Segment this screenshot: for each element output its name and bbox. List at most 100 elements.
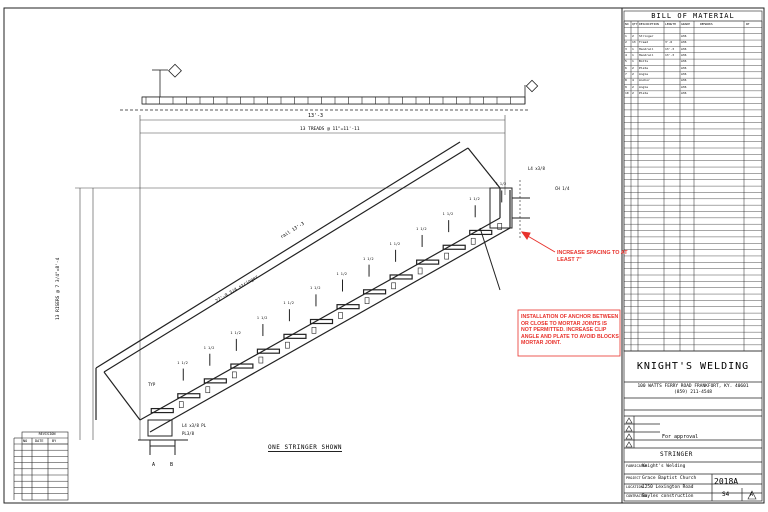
bom-cell: A36 <box>681 84 687 89</box>
tread-8 <box>336 304 360 310</box>
fabricator-label: FABRICATOR <box>626 464 648 468</box>
callout-angle-bottom: L4 x3/8 PL <box>182 423 207 428</box>
markup-arrows <box>517 231 621 357</box>
step-label: 1 1/2 <box>495 182 507 187</box>
bom-cell: 2 <box>632 91 634 96</box>
callout-a: A <box>152 462 156 468</box>
bom-cell: 1 <box>625 34 627 38</box>
bom-cell: 13 <box>632 40 636 45</box>
bom-cell: 6 <box>625 65 627 70</box>
tread-clip-12 <box>470 237 476 245</box>
note-spacing: INCREASE SPACING TO AT LEAST 7" <box>557 250 628 263</box>
bom-cell: 2 <box>632 34 634 38</box>
bom-cell: A36 <box>681 65 687 70</box>
bom-cell: A36 <box>681 59 687 64</box>
tread-clip-5 <box>285 341 290 349</box>
bom-header: GRADE <box>681 22 691 26</box>
bom-cell: Plate <box>639 91 649 96</box>
bom-header: LENGTH <box>665 22 676 26</box>
bom-header: NO <box>625 22 629 26</box>
plan-view <box>120 63 539 111</box>
tread-1 <box>150 407 174 414</box>
tread-clip-3 <box>232 371 237 379</box>
bom-cell: 13'-3 <box>665 46 675 51</box>
bom-cell: 2 <box>632 65 634 70</box>
bom-cell: A36 <box>681 34 687 38</box>
step-label: 1 1/2 <box>177 360 188 365</box>
fabricator-value: Knight's Welding <box>642 464 686 469</box>
title-block-frame <box>623 350 763 502</box>
bom-cell: 4 <box>625 53 627 58</box>
bom-cell: 1 <box>632 46 634 51</box>
rev-col-date: DATE <box>35 439 44 443</box>
tread-4 <box>230 363 254 369</box>
bom-cell: 3 <box>625 46 627 51</box>
top-bracket <box>479 180 530 291</box>
company-name: KNIGHT'S WELDING <box>636 361 750 372</box>
step-label: 1 1/2 <box>469 197 480 202</box>
step-label: 1 1/2 <box>336 271 348 276</box>
tread-clip-6 <box>311 327 317 334</box>
bom-cell: Handrail <box>639 46 654 51</box>
contractor-label: CONTRACTOR <box>626 494 648 498</box>
location-label: LOCATION <box>626 485 643 489</box>
tread-clip-13 <box>497 223 503 230</box>
bom-cell: Angle <box>639 84 649 89</box>
rev-triangles <box>625 417 757 500</box>
tread-clip-7 <box>338 312 343 319</box>
step-label: 1 1/2 <box>309 286 321 291</box>
bom-header: QTY <box>632 22 638 26</box>
location-value: 1250 Lexington Road <box>642 485 694 490</box>
step-label: 1 1/2 <box>230 330 241 335</box>
drawing-title: STRINGER <box>660 451 693 458</box>
tread-12 <box>442 244 466 250</box>
tread-clip-2 <box>205 386 211 394</box>
bom-cell: 2 <box>632 84 634 89</box>
bom-cell: 3'-6 <box>665 40 673 45</box>
tread-clip-8 <box>364 297 370 304</box>
tread-clip-11 <box>444 252 449 260</box>
step-label: 1 1/2 <box>203 345 215 350</box>
rev-table-title: REVISION <box>38 432 56 436</box>
step-label: 1 1/2 <box>416 226 427 231</box>
bom-cell: 10 <box>625 91 629 96</box>
bom-header: DESCRIPTION <box>639 22 659 26</box>
bom-cell: 1 <box>632 53 634 58</box>
bom-cell: Handrail <box>639 53 654 58</box>
step-label: 1 1/2 <box>442 212 454 217</box>
tread-11 <box>416 259 440 265</box>
bom-cell: Plate <box>639 65 649 70</box>
bom-cell: A36 <box>681 53 687 58</box>
handrail-posts <box>182 190 503 381</box>
bom-title: BILL OF MATERIAL <box>651 12 735 20</box>
note-anchor: INSTALLATION OF ANCHOR BETWEEN OR CLOSE … <box>521 314 619 347</box>
company-phone: (859) 211-4548 <box>674 390 712 395</box>
revision-note: For approval <box>662 434 699 440</box>
bom-header: WT <box>746 22 750 26</box>
rev-col-by: BY <box>52 439 57 443</box>
tread-5 <box>256 348 281 354</box>
bom-cell: A36 <box>681 72 687 77</box>
bom-cell: Anchor <box>639 78 650 83</box>
tread-3 <box>203 378 227 384</box>
step-label: 1 1/2 <box>283 301 294 306</box>
tread-13 <box>469 229 493 236</box>
bom-header: REMARKS <box>700 22 713 26</box>
drawing-number: 2018A <box>714 477 739 486</box>
callout-plate-bottom: PL3/8 <box>182 431 195 436</box>
bom-cell: 2 <box>625 40 627 45</box>
step-label: 1 1/2 <box>363 256 374 261</box>
stair-elevation <box>95 141 511 433</box>
step-label: 1 1/2 <box>256 316 268 321</box>
bom-cell: Stringer <box>639 34 654 38</box>
tread-clip-9 <box>391 282 396 290</box>
bom-cell: 5 <box>625 59 627 64</box>
callout-b: B <box>170 462 174 468</box>
tread-clip-4 <box>258 356 264 364</box>
tread-10 <box>389 274 413 280</box>
project-label: PROJECT <box>626 476 641 480</box>
callout-typ: TYP <box>148 382 156 387</box>
callout-chamfer: CH 1/4 <box>555 186 570 191</box>
